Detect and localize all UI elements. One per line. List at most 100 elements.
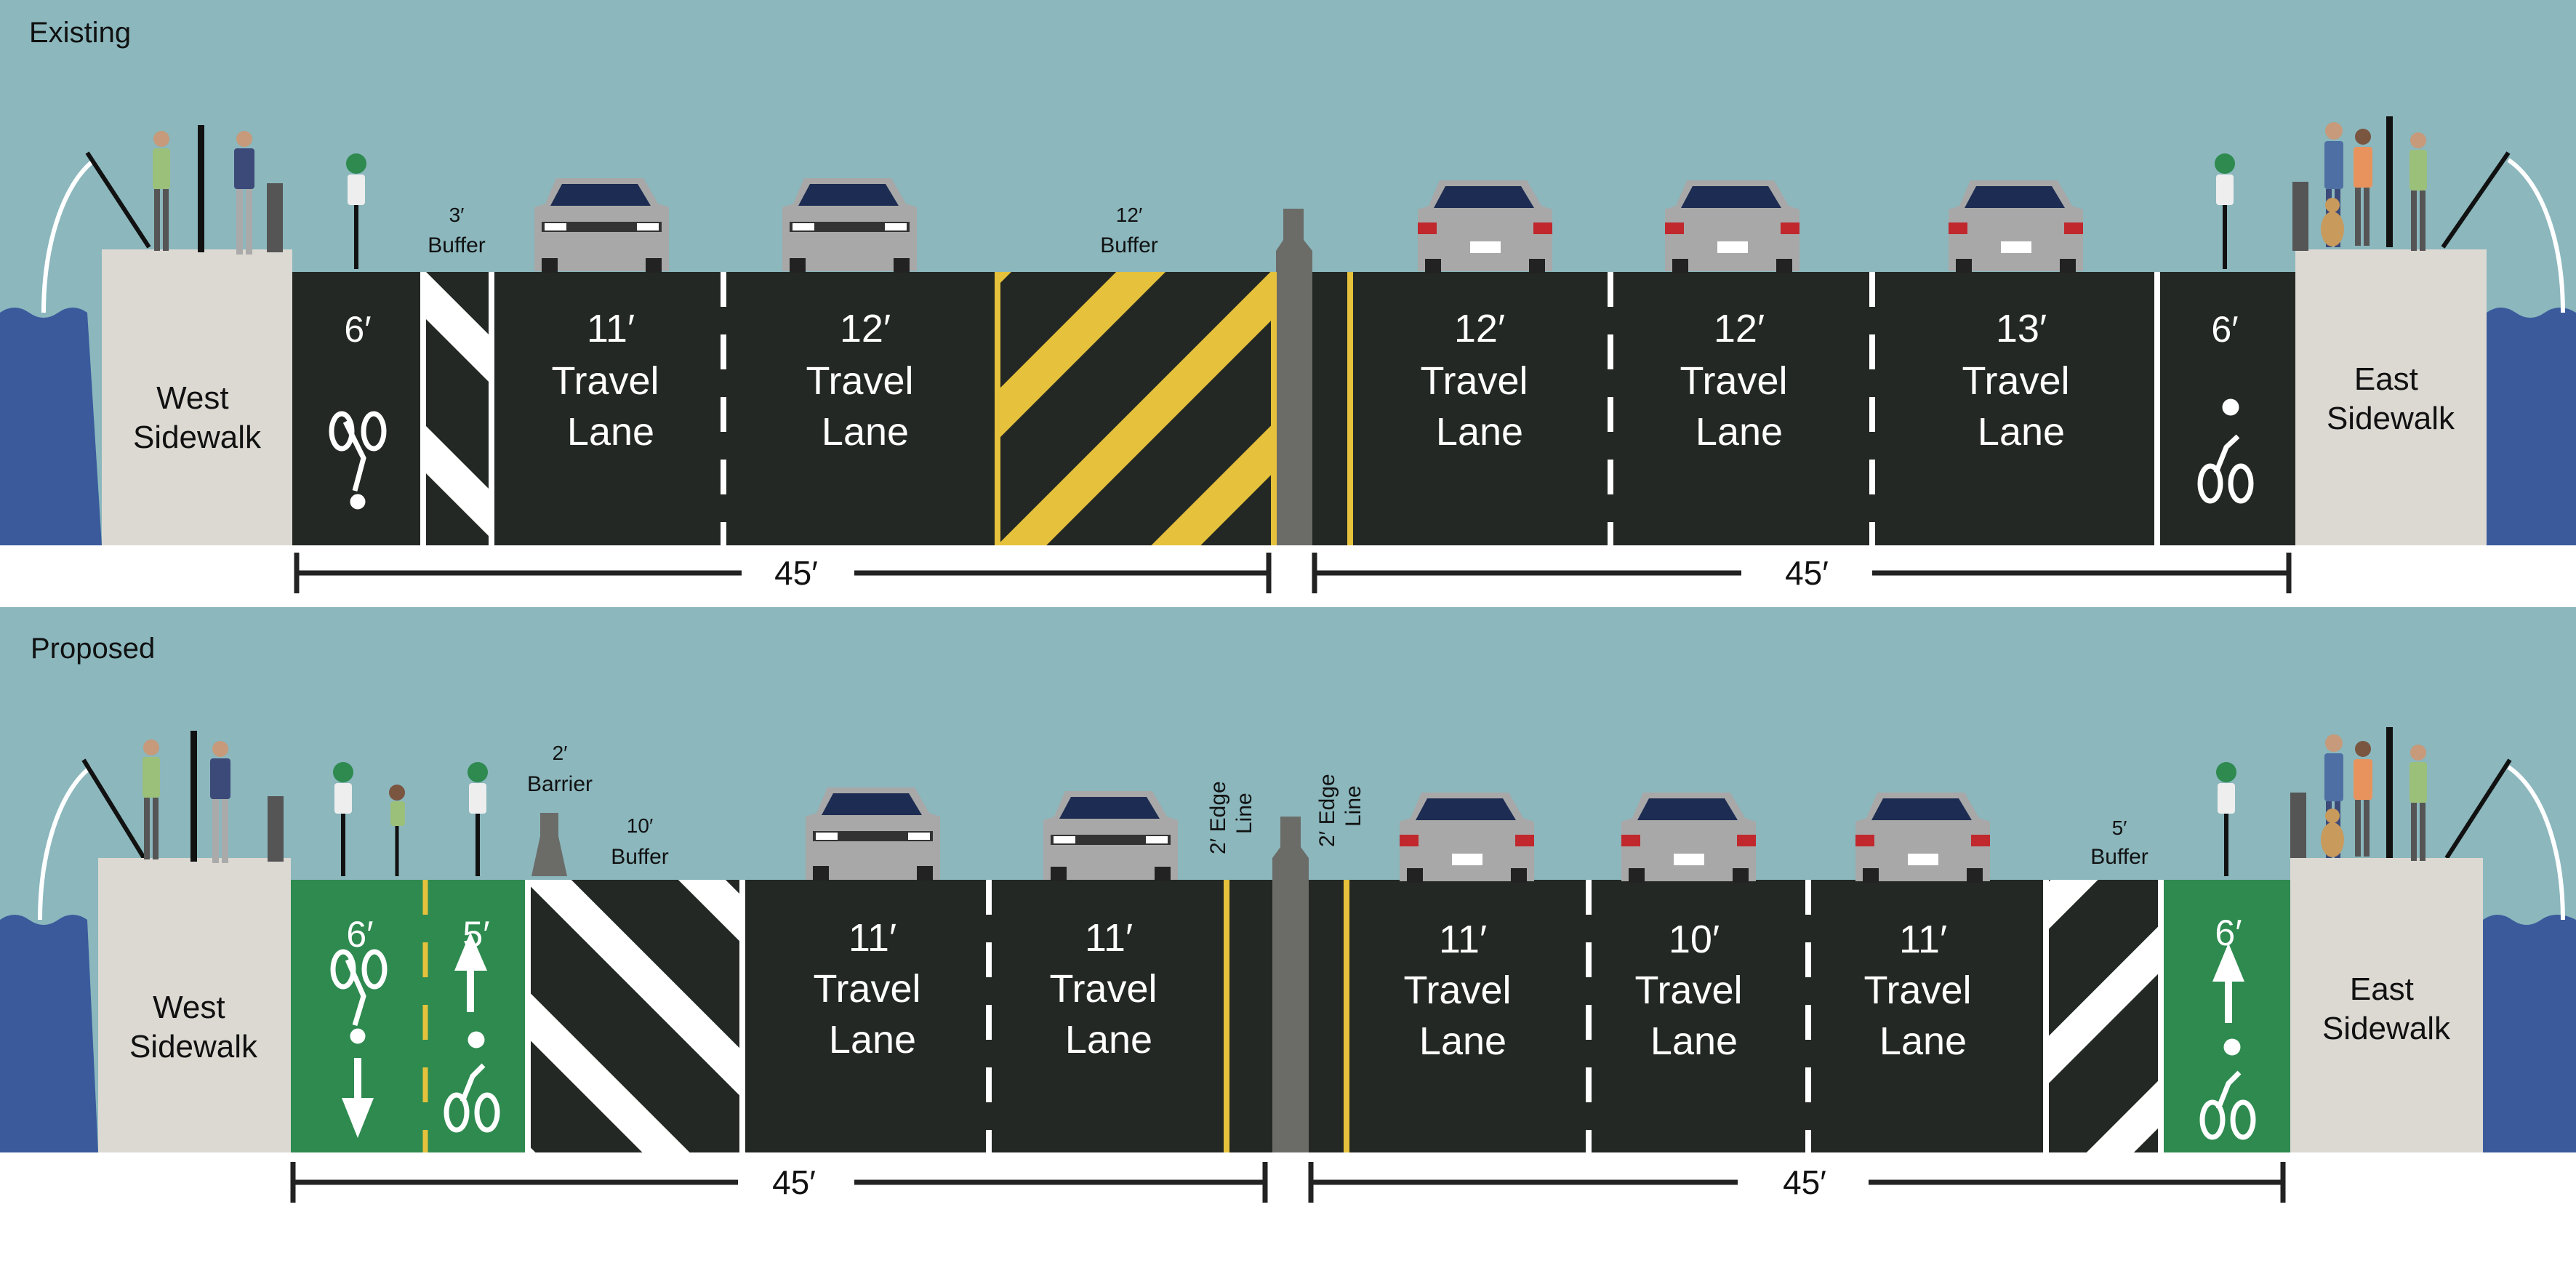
lane-label: Travel Lane [1403,969,1522,1063]
east-road [1312,272,2295,545]
east-sidewalk-label: East Sidewalk [2322,971,2451,1046]
pole-icon [2386,116,2393,247]
pole-icon [2386,727,2393,858]
railing-left [81,758,146,859]
car-rear-icon [1855,793,1990,883]
median [1276,209,1312,545]
dimension-line-west [294,553,1272,593]
lane-label: Travel Lane [1863,969,1982,1063]
east-sidewalk-line-2: Sidewalk [2327,401,2455,436]
bike-symbol-icon [444,1031,500,1133]
lane-label-line-1: Travel [1680,359,1787,403]
dog-icon [2321,809,2344,857]
lane-width: 12′ [1454,307,1505,350]
shore-curve-left [38,765,92,921]
cyclist-icon [468,762,488,876]
lane-width: 6′ [2211,309,2238,350]
west-sidewalk [102,249,292,545]
lane-label-line-1: Travel [551,359,659,403]
cyclist-icon [2215,153,2235,269]
dimension-line-east [1312,553,2292,593]
bike-symbol-icon [330,949,388,1044]
car-front-icon [782,178,917,273]
median [1272,817,1309,1152]
buffer-width: 10′ [627,814,653,837]
car-rear-icon [1400,793,1534,883]
lane-label-line-1: Travel [1403,969,1511,1012]
buffer-width: 3′ [449,204,465,226]
water-right [2487,308,2576,545]
railing-right [2444,758,2512,859]
lane-label-line-2: Lane [1419,1019,1506,1063]
lane-width: 12′ [840,307,891,350]
section-title: Existing [29,17,131,49]
buffer-label: Buffer [611,845,669,869]
shore-curve-right [2507,765,2565,921]
east-sidewalk-label: East Sidewalk [2327,361,2455,436]
pedestrian-icon [153,131,170,251]
yellow-line [1271,272,1277,545]
dimension-label: 45′ [774,554,818,592]
lane-width: 10′ [1669,918,1720,961]
edge-line-width: 2′ [1315,830,1339,847]
west-buffer-10ft [525,880,745,1152]
west-sidewalk-line-1: West [153,990,225,1025]
edge-line-word-2: Line [1232,793,1256,834]
cyclist-icon [389,785,405,876]
water-left [0,308,102,545]
east-sidewalk [2295,249,2487,545]
lane-label-line-2: Lane [567,410,654,454]
lane-label-line-1: Travel [1634,969,1742,1012]
east-sidewalk-line-1: East [2354,361,2418,397]
buffer-edge-line [420,272,426,545]
lane-label-line-1: Travel [813,967,920,1011]
dimension-label: 45′ [1783,1163,1826,1201]
bollard-icon [267,183,283,252]
bike-symbol-icon [329,411,387,510]
section-title: Proposed [31,633,155,665]
bike-lane-line [2154,272,2160,545]
lane-label-line-1: Travel [806,359,913,403]
lane-label-line-1: Travel [1049,967,1157,1011]
buffer-edge-line [525,880,531,1152]
barrier-width: 2′ [553,742,568,764]
lane-label-line-2: Lane [829,1018,916,1062]
arrow-down-icon [342,1058,374,1138]
car-front-icon [534,178,669,273]
dog-icon [2321,198,2344,246]
arrow-up-icon [2212,943,2244,1023]
dimension-line-west [290,1162,1268,1203]
arrow-up-icon [454,932,487,1012]
lane-label: Travel Lane [551,359,670,454]
west-sidewalk-label: West Sidewalk [133,380,262,455]
section-proposed: Proposed West Sidewalk East Sidewalk [0,607,2576,1263]
west-sidewalk-label: West Sidewalk [129,990,258,1064]
lane-width: 6′ [346,914,373,955]
pedestrian-icon [2354,129,2372,246]
west-sidewalk-line-2: Sidewalk [129,1029,258,1064]
lane-label-line-2: Lane [1065,1018,1152,1062]
lane-width: 11′ [1085,916,1133,960]
lane-label-line-1: Travel [1962,359,2069,403]
cyclist-icon [2216,762,2236,876]
two-way-bike-lane [291,880,525,1152]
west-sidewalk-line-1: West [156,380,228,416]
pedestrian-icon [210,741,230,863]
pole-icon [190,731,197,862]
lane-label: Travel Lane [1680,359,1798,454]
bollard-icon [2292,182,2308,251]
buffer-edge-line [2043,880,2049,1152]
west-sidewalk [98,858,291,1152]
lane-label-line-1: Travel [1420,359,1528,403]
lane-label: Travel Lane [1420,359,1538,454]
west-road [745,880,1272,1152]
yellow-edge-line [1344,880,1349,1152]
shore-curve-right [2507,158,2565,313]
dimension-line-east [1308,1162,2286,1203]
lane-label-line-2: Lane [1436,410,1523,454]
water-right [2483,915,2576,1152]
cyclist-icon [346,153,366,269]
buffer-label: Buffer [1100,233,1158,257]
travel-lane-12ft [727,272,996,545]
